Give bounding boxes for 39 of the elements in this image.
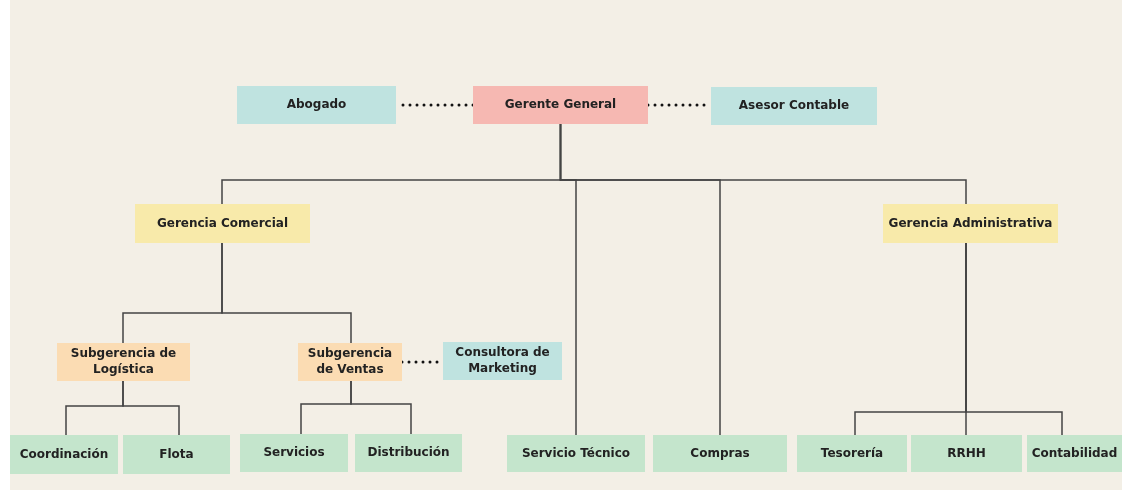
connector-line: [965, 242, 1063, 436]
connector-line: [350, 380, 412, 435]
connector-line: [122, 380, 180, 436]
org-box: [911, 435, 1022, 472]
box-label: Contabilidad: [1031, 445, 1118, 462]
org-box: [298, 343, 402, 381]
org-box: [473, 86, 648, 124]
org-box: [123, 435, 230, 474]
box-label: Compras: [690, 445, 750, 462]
box-label: Servicio Técnico: [521, 445, 631, 462]
box-label: Subgerencia de Logística: [69, 346, 178, 378]
org-box: [237, 86, 396, 124]
org-box: [507, 435, 645, 472]
box-label: Servicios: [263, 445, 325, 461]
org-box: [711, 87, 877, 125]
org-box: [240, 434, 348, 472]
box-label: Abogado: [286, 97, 347, 113]
box-label: Asesor Contable: [738, 98, 850, 114]
org-box: [135, 204, 310, 243]
org-box: [1027, 435, 1122, 472]
org-box: [57, 343, 190, 381]
box-label: Flota: [159, 446, 194, 463]
org-box: [443, 342, 562, 380]
connector-line: [221, 242, 352, 344]
org-box: [10, 435, 118, 474]
box-label: Consultora de Marketing: [454, 345, 551, 377]
box-label: Subgerencia de Ventas: [306, 346, 394, 378]
org-box: [653, 435, 787, 472]
box-label: Gerencia Administrativa: [888, 215, 1053, 232]
box-label: Distribución: [367, 445, 450, 461]
box-label: RRHH: [947, 445, 986, 462]
org-box: [355, 434, 462, 472]
box-label: Tesorería: [820, 445, 884, 462]
box-label: Coordinación: [19, 446, 109, 463]
org-box: [797, 435, 907, 472]
box-label: Gerencia Comercial: [156, 215, 289, 232]
connector-line: [559, 123, 967, 205]
org-box: [883, 204, 1058, 243]
box-label: Gerente General: [504, 97, 617, 113]
